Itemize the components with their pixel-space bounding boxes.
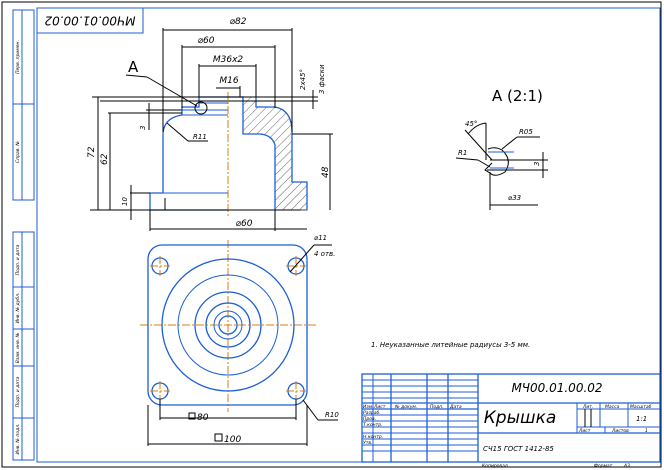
tb-copied: Копировал [482, 463, 508, 469]
dim-holes: ⌀11 [314, 234, 327, 242]
stamp-label: Подп. и дата [15, 244, 21, 275]
tb-lit: Лит. [582, 404, 593, 410]
tb-material: СЧ15 ГОСТ 1412-85 [483, 445, 554, 453]
dim-det-r1: R1 [458, 149, 467, 157]
tb-scale: Масштаб [630, 404, 652, 410]
stamp-label: Взам. инв. № [15, 332, 21, 363]
tb-col-header: Дата [449, 404, 462, 410]
tb-col-header: Лист [373, 404, 386, 410]
dim-62: 62 [100, 153, 110, 165]
dim-det-d33: ⌀33 [508, 194, 521, 202]
dim-r10: R10 [325, 411, 339, 419]
tb-mass: Масса [605, 404, 620, 410]
detail-label: A (2:1) [492, 87, 543, 105]
tb-row-label: Разраб. [363, 410, 381, 416]
side-stamps: Перв. примен. Справ. № Подп. и дата Инв.… [12, 9, 35, 461]
top-view [140, 240, 338, 446]
detail-a-view [455, 122, 548, 210]
tb-col-header: Подп. [430, 404, 444, 410]
dim-det-r05: R05 [519, 128, 533, 136]
tb-designation: МЧ00.01.00.02 [511, 381, 602, 395]
dim-d60-top: ⌀60 [198, 36, 215, 46]
dim-10: 10 [121, 197, 129, 206]
dim-80: 80 [197, 413, 209, 423]
dim-chamfer: 2x45° [299, 69, 307, 90]
dim-holes-count: 4 отв. [314, 250, 335, 258]
dim-d60-bottom: ⌀60 [236, 219, 253, 229]
dim-r11: R11 [193, 133, 207, 141]
dim-det-3: 3 [533, 162, 541, 166]
tb-scale-value: 1:1 [636, 415, 647, 423]
rotated-designation: МЧ00.01.00.02 [44, 14, 135, 28]
tb-sheet: Лист [578, 428, 591, 434]
tb-sheets-value: 1 [645, 428, 648, 434]
section-label: A [128, 58, 139, 76]
front-section-view [90, 28, 333, 231]
dim-48: 48 [321, 166, 331, 178]
tb-col-header: Изм. [363, 404, 374, 410]
dim-m36: М36x2 [213, 55, 244, 65]
tb-row-label: Утв. [363, 440, 372, 446]
dim-d82: ⌀82 [230, 17, 247, 27]
tb-row-label: Т.контр. [363, 422, 383, 428]
tb-format-value: А3 [623, 463, 630, 469]
tb-sheets: Листов [611, 428, 629, 434]
dim-3: 3 [139, 126, 147, 130]
stamp-label: Инв. № дубл. [15, 293, 21, 324]
stamp-label: Инв. № подл. [15, 423, 21, 454]
tb-part-name: Крышка [484, 408, 557, 428]
dim-100: 100 [224, 435, 241, 445]
tb-format: Формат [594, 463, 613, 469]
title-block [361, 373, 661, 463]
tb-row-label: Пров. [363, 416, 376, 422]
stamp-label: Подп. и дата [15, 376, 21, 407]
dim-chamfer-count: 3 фаски [318, 64, 326, 94]
tb-col-header: № докум. [394, 404, 417, 410]
technical-note: 1. Неуказанные литейные радиусы 3-5 мм. [371, 341, 530, 349]
dim-det-angle: 45° [465, 120, 477, 128]
tb-row-label: Н.контр. [363, 434, 383, 440]
stamp-label: Перв. примен. [15, 40, 21, 74]
dim-m16: М16 [219, 76, 238, 86]
dim-72: 72 [87, 146, 97, 158]
inner-frame [36, 7, 661, 463]
rotated-designation-box [36, 7, 144, 34]
stamp-label: Справ. № [15, 141, 21, 163]
